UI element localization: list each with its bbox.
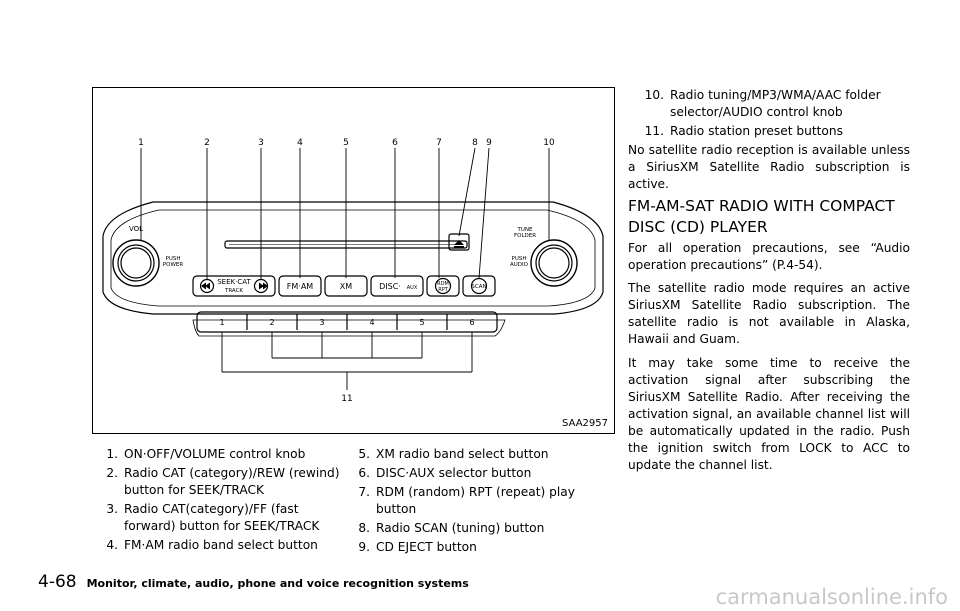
callout-1: 1 bbox=[138, 138, 144, 148]
list-item: 1.ON·OFF/VOLUME control knob bbox=[106, 447, 306, 461]
section-title: Monitor, climate, audio, phone and voice… bbox=[86, 577, 469, 590]
preset-label-5: 5 bbox=[419, 318, 424, 327]
preset-label-2: 2 bbox=[269, 318, 274, 327]
list-item: 8.Radio SCAN (tuning) button bbox=[358, 521, 545, 535]
paragraph-activation: It may take some time to receive the act… bbox=[628, 356, 910, 472]
paragraph-precautions: For all operation precautions, see “Audi… bbox=[628, 241, 910, 272]
figure-code: SAA2957 bbox=[562, 418, 608, 429]
callout-4: 4 bbox=[297, 138, 303, 148]
callout-8: 8 bbox=[472, 138, 478, 148]
watermark: carmanualsonline.info bbox=[715, 585, 948, 609]
preset-label-6: 6 bbox=[469, 318, 474, 327]
panel-label-track: TRACK bbox=[224, 288, 243, 294]
panel-label-scan: SCAN bbox=[471, 284, 486, 290]
callout-3: 3 bbox=[258, 138, 264, 148]
list-item: 4.FM·AM radio band select button bbox=[106, 538, 318, 552]
panel-label-xm: XM bbox=[340, 282, 352, 291]
page-footer: 4-68 Monitor, climate, audio, phone and v… bbox=[38, 572, 469, 592]
callout-7: 7 bbox=[436, 138, 442, 148]
list-item: 7.RDM (random) RPT (repeat) play button bbox=[358, 485, 575, 516]
panel-label-disc: DISC· bbox=[379, 282, 401, 291]
xm-subscription-note: No satellite radio reception is availabl… bbox=[628, 143, 910, 191]
callout-11: 11 bbox=[341, 394, 352, 404]
list-item: 6.DISC·AUX selector button bbox=[358, 466, 532, 480]
page-number: 4-68 bbox=[38, 572, 77, 592]
component-list-middle: 5.XM radio band select button 6.DISC·AUX… bbox=[348, 446, 603, 558]
panel-label-seek-cat: SEEK·CAT bbox=[217, 278, 251, 286]
preset-label-3: 3 bbox=[319, 318, 324, 327]
panel-label-rpt: RPT bbox=[438, 287, 448, 293]
list-item: 11.Radio station preset buttons bbox=[644, 124, 843, 138]
callout-2: 2 bbox=[204, 138, 210, 148]
component-list-left: 1.ON·OFF/VOLUME control knob 2.Radio CAT… bbox=[96, 446, 341, 556]
list-item: 2.Radio CAT (category)/REW (rewind) butt… bbox=[106, 466, 340, 497]
list-item: 3.Radio CAT(category)/FF (fast forward) … bbox=[106, 502, 320, 533]
panel-label-aux: AUX bbox=[407, 285, 418, 291]
panel-label-rdm: RDM bbox=[437, 281, 449, 287]
paragraph-satellite-requirement: The satellite radio mode requires an act… bbox=[628, 281, 910, 346]
panel-label-vol: VOL bbox=[129, 225, 143, 233]
panel-label-fm-am: FM·AM bbox=[287, 282, 314, 291]
list-item: 10.Radio tuning/MP3/WMA/AAC folder selec… bbox=[644, 88, 881, 119]
callout-10: 10 bbox=[543, 138, 555, 148]
preset-label-1: 1 bbox=[219, 318, 224, 327]
list-item: 9.CD EJECT button bbox=[358, 540, 477, 554]
preset-label-4: 4 bbox=[369, 318, 374, 327]
callout-6: 6 bbox=[392, 138, 398, 148]
component-list-right: 10.Radio tuning/MP3/WMA/AAC folder selec… bbox=[628, 87, 910, 142]
section-heading: FM-AM-SAT RADIO WITH COMPACT DISC (CD) P… bbox=[628, 197, 895, 236]
callout-5: 5 bbox=[343, 138, 349, 148]
list-item: 5.XM radio band select button bbox=[358, 447, 549, 461]
callout-9: 9 bbox=[486, 138, 492, 148]
